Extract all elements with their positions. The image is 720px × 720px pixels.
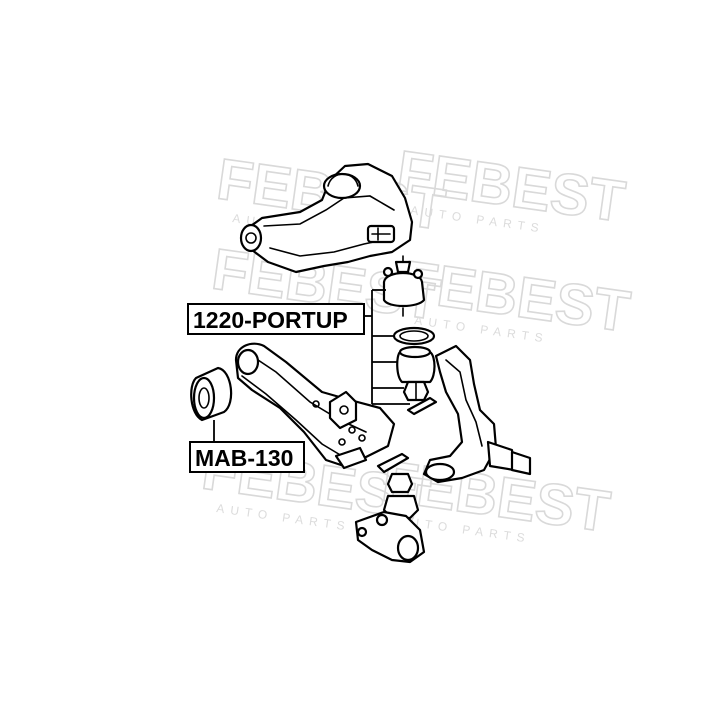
label-mab-130: MAB-130: [189, 441, 305, 473]
lower-ball-joint: [354, 510, 426, 564]
cotter-pin-upper: [406, 396, 438, 416]
lower-castle-nut: [386, 472, 414, 494]
cotter-pin-lower: [376, 452, 410, 474]
steering-knuckle: [422, 344, 532, 484]
upper-control-arm: [239, 162, 414, 274]
bushing-mab-130: [190, 366, 233, 442]
dust-boot: [396, 345, 436, 384]
upper-leader-lines: [364, 289, 410, 405]
lower-control-arm: [234, 342, 396, 470]
label-mab-130-text: MAB-130: [195, 445, 293, 471]
upper-ball-joint: [382, 255, 426, 317]
castle-nut: [402, 380, 430, 402]
label-1220-portup-text: 1220-PORTUP: [193, 307, 348, 333]
retaining-ring-inner: [399, 330, 429, 342]
label-1220-portup: 1220-PORTUP: [187, 303, 365, 335]
